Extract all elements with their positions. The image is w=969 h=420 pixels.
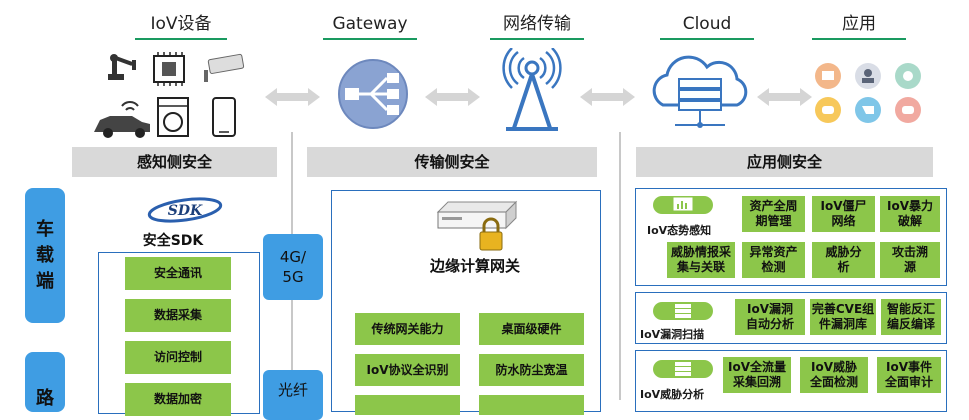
awareness-cell-abnormal-asset: 异常资产 检测 bbox=[742, 242, 805, 278]
chart-monitor-icon bbox=[673, 197, 693, 211]
header-network: 网络传输 bbox=[490, 12, 584, 40]
server-stack-icon bbox=[675, 362, 691, 376]
cell-text: 攻击溯 源 bbox=[891, 245, 928, 274]
app-panel-label-vuln: IoV漏洞扫描 bbox=[640, 328, 705, 341]
cell-text: 资产全周 期管理 bbox=[749, 199, 798, 228]
side-label-road-text: 路 bbox=[36, 388, 54, 409]
network-box-fiber: 光纤 bbox=[263, 370, 323, 420]
washing-machine-icon bbox=[157, 97, 189, 137]
vuln-cell-decompile: 智能反汇 编反编译 bbox=[881, 299, 941, 335]
cell-text: 威胁情报采 集与关联 bbox=[670, 245, 731, 274]
app-panel-label-awareness: IoV态势感知 bbox=[647, 224, 712, 237]
sdk-item-access-control: 访问控制 bbox=[125, 341, 231, 374]
network-box-fiber-text: 光纤 bbox=[277, 381, 308, 399]
app-icons-cluster bbox=[815, 63, 921, 123]
edge-item-waterproof: 防水防尘宽温 bbox=[479, 354, 584, 386]
camera-icon bbox=[204, 53, 245, 82]
cell-text: 异常资产 检测 bbox=[749, 245, 798, 274]
awareness-cell-threat-analysis: 威胁分 析 bbox=[812, 242, 875, 278]
chip-icon bbox=[153, 52, 185, 86]
network-box-4g5g-text: 4G/ 5G bbox=[279, 248, 307, 286]
cell-text: IoV漏洞 自动分析 bbox=[745, 302, 794, 331]
divider-line bbox=[619, 132, 621, 400]
sdk-item-data-collection: 数据采集 bbox=[125, 299, 231, 332]
side-label-vehicle: 车 载 端 bbox=[25, 188, 65, 323]
band-sense-security: 感知侧安全 bbox=[72, 147, 277, 177]
car-icon bbox=[94, 101, 150, 138]
awareness-cell-bruteforce: IoV暴力 破解 bbox=[880, 196, 940, 232]
vuln-cell-auto-analysis: IoV漏洞 自动分析 bbox=[735, 299, 805, 335]
antenna-tower-icon bbox=[502, 48, 562, 131]
side-label-vehicle-text: 车 载 端 bbox=[36, 218, 54, 292]
awareness-cell-attack-trace: 攻击溯 源 bbox=[880, 242, 940, 278]
band-application-security: 应用侧安全 bbox=[636, 147, 933, 177]
phone-icon bbox=[212, 97, 236, 137]
gateway-hub-icon bbox=[338, 59, 408, 129]
double-arrow-icon bbox=[580, 88, 635, 106]
edge-item-row3-right bbox=[479, 395, 584, 415]
robot-arm-icon bbox=[108, 54, 136, 80]
edge-item-desktop-hardware: 桌面级硬件 bbox=[479, 313, 584, 345]
edge-server-lock-icon bbox=[436, 200, 518, 251]
threat-cell-event-audit: IoV事件 全面审计 bbox=[877, 357, 941, 393]
edge-item-row3-left bbox=[355, 395, 460, 415]
edge-title: 边缘计算网关 bbox=[429, 257, 520, 275]
band-transport-security: 传输侧安全 bbox=[307, 147, 597, 177]
threat-cell-traffic-capture: IoV全流量 采集回溯 bbox=[723, 357, 791, 393]
double-arrow-icon bbox=[757, 88, 812, 106]
awareness-cell-threat-intel: 威胁情报采 集与关联 bbox=[667, 242, 735, 278]
edge-item-gateway-capability: 传统网关能力 bbox=[355, 313, 460, 345]
sdk-logo-icon: SDK bbox=[147, 197, 223, 223]
server-stack-icon bbox=[675, 304, 691, 318]
vuln-cell-cve-library: 完善CVE组 件漏洞库 bbox=[810, 299, 876, 335]
sdk-title: 安全SDK bbox=[142, 233, 204, 249]
edge-item-protocol-recognition: IoV协议全识别 bbox=[355, 354, 460, 386]
double-arrow-icon bbox=[265, 88, 320, 106]
threat-cell-full-detection: IoV威胁 全面检测 bbox=[800, 357, 868, 393]
double-arrow-icon bbox=[425, 88, 480, 106]
cell-text: 完善CVE组 件漏洞库 bbox=[811, 302, 875, 331]
header-cloud: Cloud bbox=[660, 12, 754, 40]
cell-text: IoV暴力 破解 bbox=[887, 199, 933, 228]
header-app: 应用 bbox=[812, 12, 906, 40]
sdk-item-secure-comm: 安全通讯 bbox=[125, 257, 231, 290]
header-gateway: Gateway bbox=[323, 12, 417, 40]
side-label-road: 路 bbox=[25, 352, 65, 412]
network-box-4g5g: 4G/ 5G bbox=[263, 234, 323, 300]
header-iov-device: IoV设备 bbox=[135, 12, 227, 40]
sdk-logo-text: SDK bbox=[168, 203, 203, 219]
awareness-cell-botnet: IoV僵尸 网络 bbox=[812, 196, 875, 232]
cloud-server-icon bbox=[652, 55, 748, 128]
cell-text: 智能反汇 编反编译 bbox=[886, 302, 935, 331]
iov-devices-icon bbox=[94, 52, 245, 138]
cell-text: IoV事件 全面审计 bbox=[884, 360, 933, 389]
awareness-cell-asset-lifecycle: 资产全周 期管理 bbox=[742, 196, 805, 232]
cell-text: IoV威胁 全面检测 bbox=[809, 360, 858, 389]
cell-text: IoV僵尸 网络 bbox=[820, 199, 867, 228]
cell-text: IoV全流量 采集回溯 bbox=[728, 360, 786, 389]
cell-text: 威胁分 析 bbox=[825, 245, 862, 274]
app-panel-label-threat: IoV威胁分析 bbox=[640, 388, 705, 401]
